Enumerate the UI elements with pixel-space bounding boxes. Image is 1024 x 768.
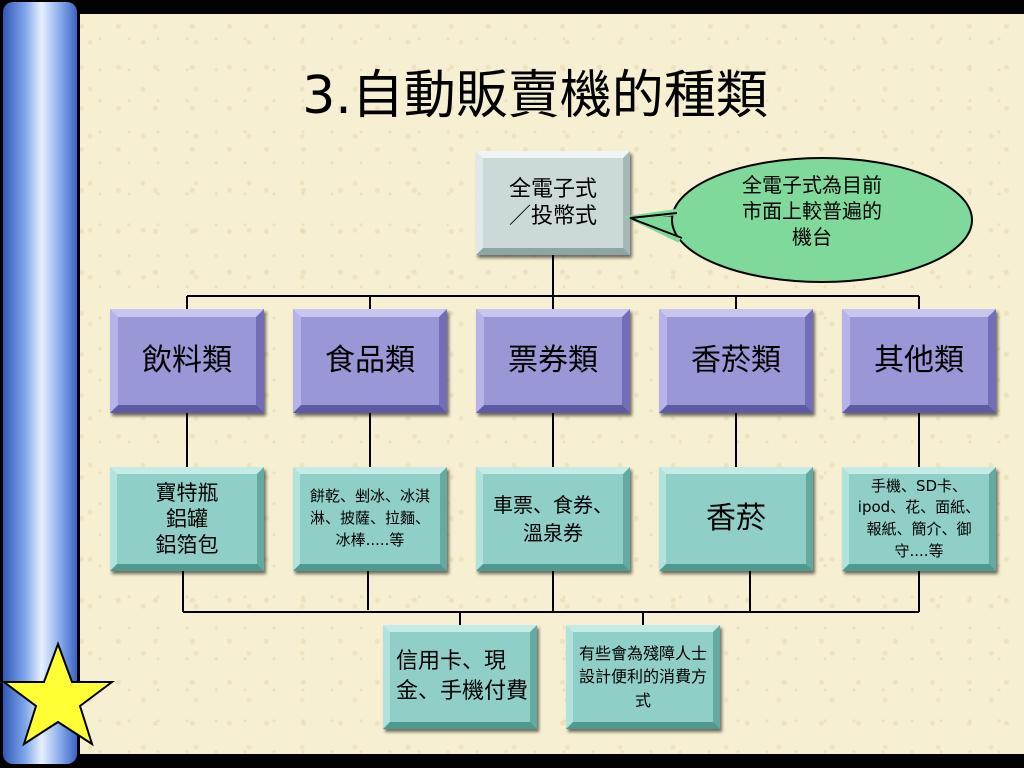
category-others: 其他類 — [842, 309, 996, 413]
category-label: 票券類 — [508, 343, 598, 379]
root-box: 全電子式 ／投幣式 — [476, 151, 630, 255]
leaf-label: 手機、SD卡、ipod、花、面紙、報紙、簡介、御守....等 — [857, 476, 981, 560]
leaf-label: 香菸 — [706, 501, 766, 537]
leaf-drinks: 寶特瓶 鋁罐 鋁箔包 — [110, 467, 264, 571]
payment-label: 信用卡、現金、手機付費 — [396, 649, 529, 704]
slide-title: 3.自動販賣機的種類 — [302, 66, 768, 126]
left-decorative-bar — [0, 0, 80, 768]
leaf-food: 餅乾、剉冰、冰淇淋、披薩、拉麵、冰棒.....等 — [293, 467, 447, 571]
category-tickets: 票券類 — [476, 309, 630, 413]
payment-label: 有些會為殘障人士設計便利的消費方式 — [579, 644, 708, 710]
leaf-label: 寶特瓶 鋁罐 鋁箔包 — [155, 480, 219, 558]
category-label: 香菸類 — [691, 343, 781, 379]
leaf-label: 餅乾、剉冰、冰淇淋、披薩、拉麵、冰棒.....等 — [309, 487, 430, 549]
category-label: 其他類 — [874, 343, 964, 379]
category-cigarettes: 香菸類 — [659, 309, 813, 413]
category-food: 食品類 — [293, 309, 447, 413]
root-label: 全電子式 ／投幣式 — [508, 176, 597, 230]
star-icon — [0, 641, 115, 747]
left-bar-gradient — [3, 2, 77, 764]
accessibility-box: 有些會為殘障人士設計便利的消費方式 — [566, 625, 720, 729]
callout-bubble — [623, 157, 973, 283]
leaf-others: 手機、SD卡、ipod、花、面紙、報紙、簡介、御守....等 — [842, 467, 996, 571]
category-drinks: 飲料類 — [110, 309, 264, 413]
category-label: 食品類 — [325, 343, 415, 379]
payment-methods-box: 信用卡、現金、手機付費 — [383, 625, 537, 729]
category-label: 飲料類 — [142, 343, 232, 379]
leaf-tickets: 車票、食券、溫泉券 — [476, 467, 630, 571]
callout-text: 全電子式為目前 市面上較普遍的 機台 — [742, 173, 882, 249]
leaf-label: 車票、食券、溫泉券 — [493, 493, 613, 545]
leaf-cigarettes: 香菸 — [659, 467, 813, 571]
